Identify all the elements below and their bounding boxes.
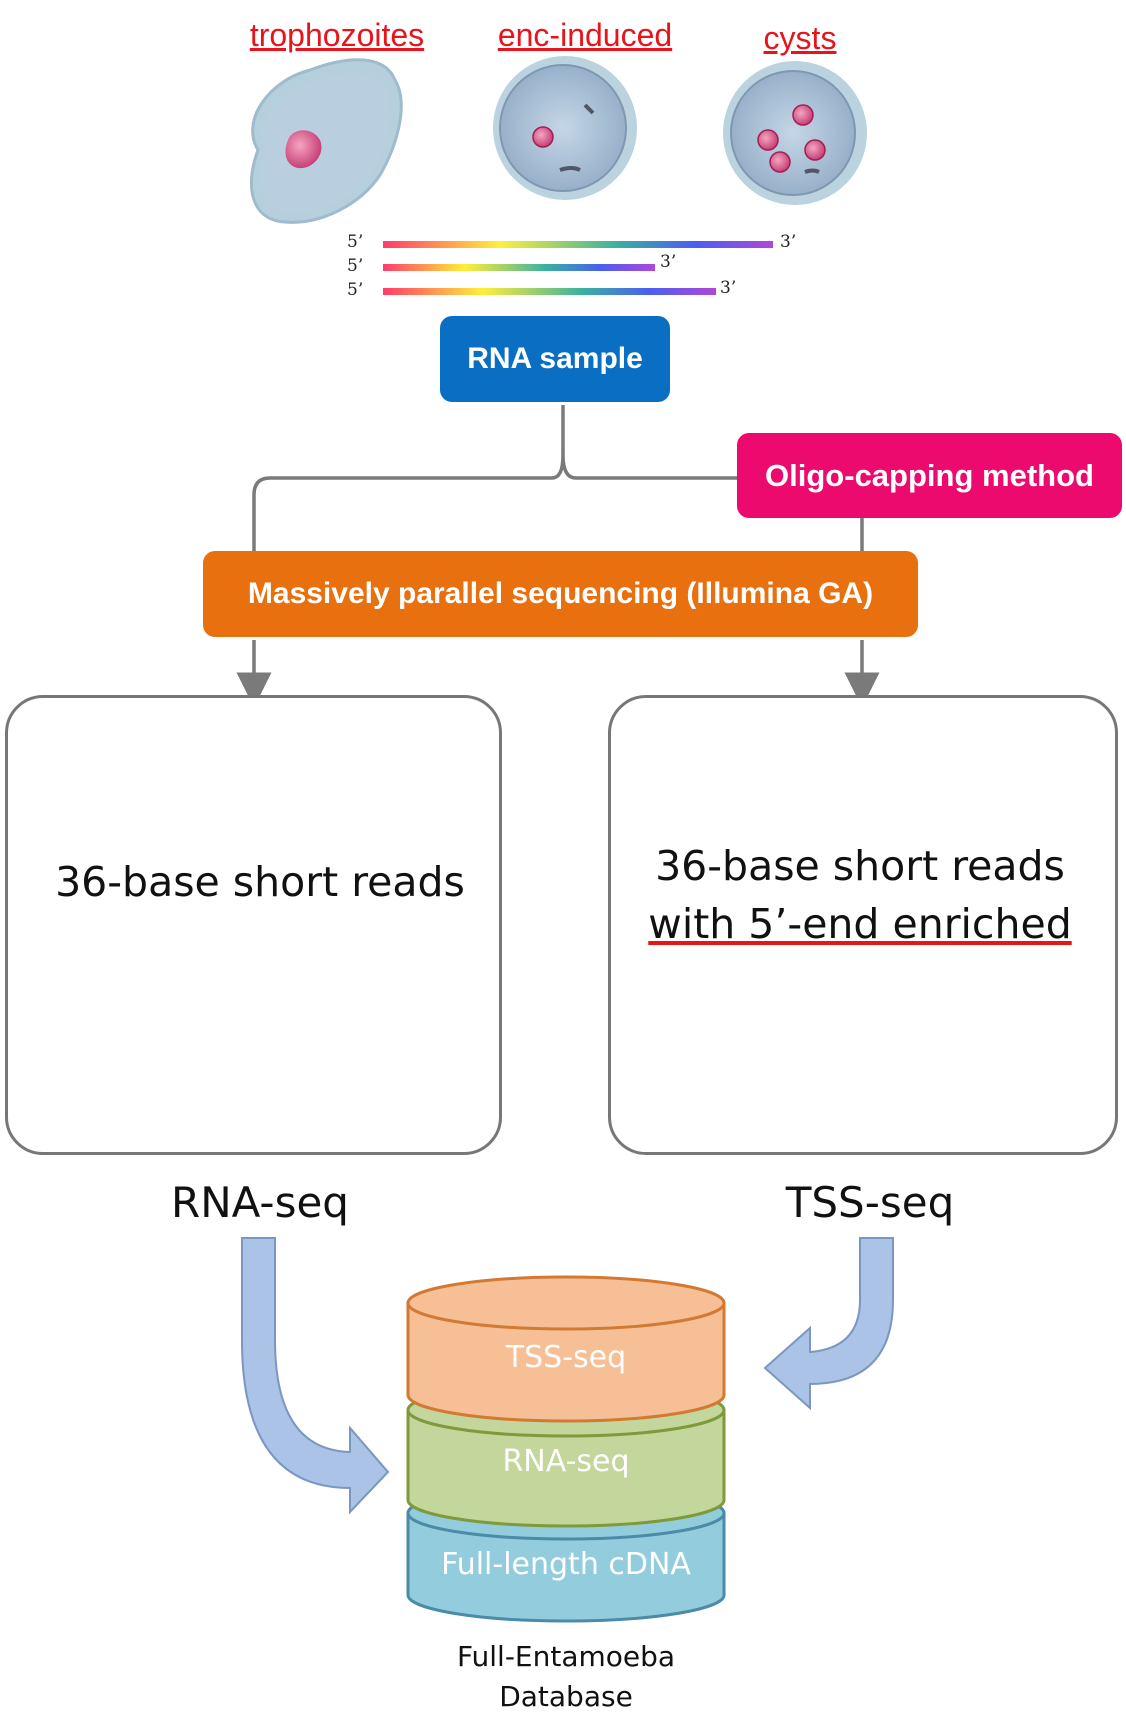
strand-2-five-prime: 5’ [347, 256, 364, 276]
database-caption-line2: Database [499, 1680, 633, 1713]
tss-seq-reads-label-line1: 36-base short reads [655, 842, 1065, 890]
rna-strand-1 [383, 241, 773, 248]
enc-induced-cell-icon [493, 56, 637, 200]
oligo-capping-box: Oligo-capping method [737, 433, 1122, 518]
tss-seq-panel [608, 695, 1118, 1155]
stage-label-trophozoites: trophozoites [249, 17, 425, 53]
strand-1-five-prime: 5’ [347, 232, 364, 252]
tss-seq-reads-label-line2: with 5’-end enriched [648, 900, 1072, 948]
strand-3-three-prime: 3’ [720, 278, 737, 298]
db-layer-rna-seq-label: RNA-seq [502, 1444, 630, 1479]
sequencing-box: Massively parallel sequencing (Illumina … [203, 551, 918, 637]
cyst-cell-icon [723, 61, 867, 205]
tss-seq-output-label: TSS-seq [785, 1178, 955, 1227]
rna-seq-panel [5, 695, 502, 1155]
rna-seq-reads-label: 36-base short reads [55, 858, 465, 906]
database-caption-line1: Full-Entamoeba [456, 1640, 676, 1673]
strand-3-five-prime: 5’ [347, 280, 364, 300]
rna-seq-flow-arrow [241, 1237, 390, 1515]
db-layer-tss-seq-label: TSS-seq [505, 1340, 627, 1375]
trophozoite-cell-icon [250, 58, 403, 224]
database-stack-icon [406, 1275, 726, 1623]
stage-label-enc-induced: enc-induced [497, 17, 673, 53]
strand-2-three-prime: 3’ [660, 252, 677, 272]
stage-label-cysts: cysts [763, 20, 837, 56]
rna-strand-3 [383, 288, 716, 295]
rna-strand-2 [383, 264, 655, 271]
strand-1-three-prime: 3’ [780, 232, 797, 252]
db-layer-cdna-label: Full-length cDNA [441, 1547, 691, 1582]
rna-sample-box: RNA sample [440, 316, 670, 402]
tss-seq-flow-arrow [763, 1237, 894, 1411]
rna-seq-output-label: RNA-seq [171, 1178, 349, 1227]
